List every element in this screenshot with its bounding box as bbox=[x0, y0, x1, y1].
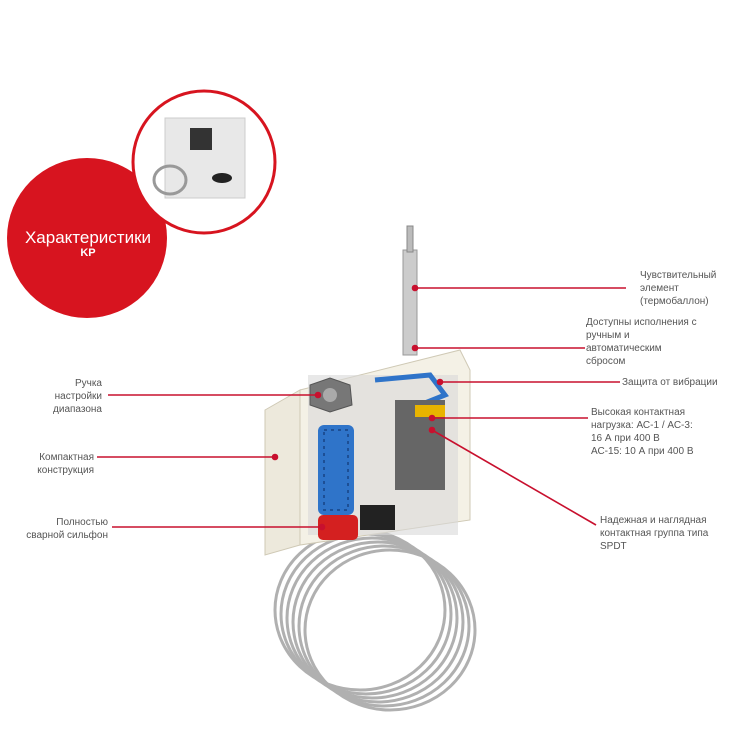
leader-lines bbox=[97, 284, 626, 531]
label-load-line: АС-15: 10 А при 400 В bbox=[591, 446, 694, 457]
label-compact: Компактная конструкция bbox=[37, 452, 94, 476]
label-load-line: нагрузка: АС-1 / АС-3: bbox=[591, 420, 693, 431]
label-load-line: Высокая контактная bbox=[591, 407, 686, 418]
label-load: Высокая контактная нагрузка: АС-1 / АС-3… bbox=[591, 406, 721, 458]
label-vibration: Защита от вибрации bbox=[622, 377, 718, 388]
label-sensing: Чувствительный элемент (термобаллон) bbox=[640, 270, 717, 307]
capillary-coils bbox=[273, 528, 477, 712]
label-load-line: 16 А при 400 В bbox=[591, 433, 660, 444]
title-circle bbox=[7, 158, 167, 318]
thermostat-body bbox=[264, 349, 471, 556]
title-block: Характеристики KP bbox=[8, 228, 168, 259]
subtitle: KP bbox=[80, 247, 96, 259]
label-bellows: Полностью сварной сильфон bbox=[26, 517, 108, 541]
title: Характеристики bbox=[24, 228, 152, 247]
label-knob: Ручка настройки диапазона bbox=[53, 378, 102, 415]
product-photo bbox=[131, 89, 277, 235]
label-spdt: Надежная и наглядная контактная группа т… bbox=[600, 515, 709, 552]
label-reset: Доступны исполнения с ручным и автоматич… bbox=[586, 317, 697, 367]
sensing-bulb bbox=[402, 225, 418, 356]
